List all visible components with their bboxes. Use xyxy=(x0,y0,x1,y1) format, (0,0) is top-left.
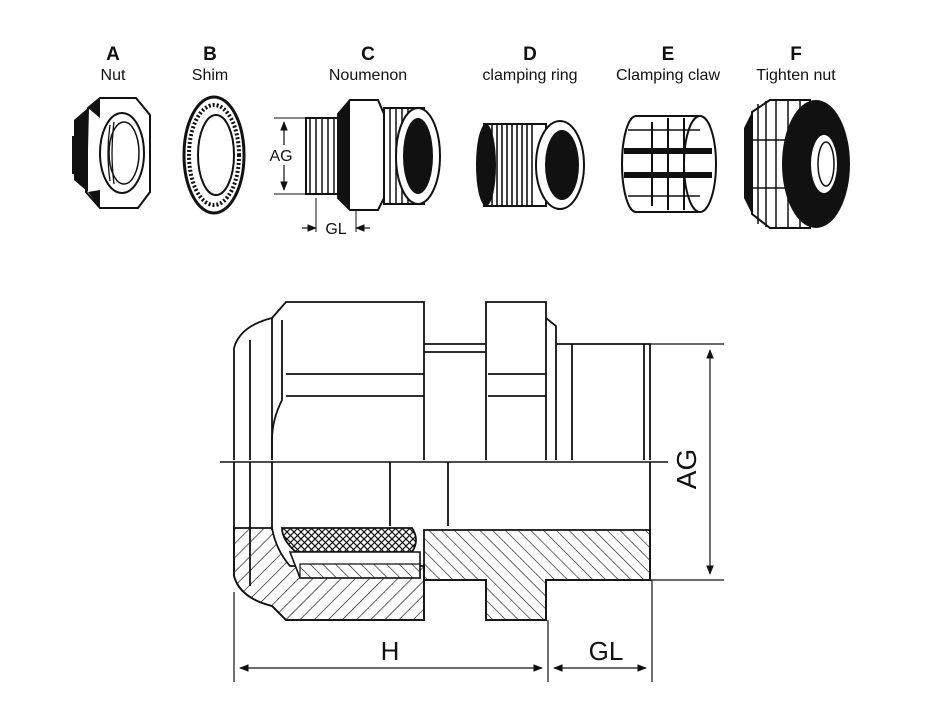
section-claw-hatch xyxy=(299,563,421,579)
part-e-letter: E xyxy=(661,44,675,65)
part-c-name: Noumenon xyxy=(328,67,408,84)
section-hatch-body xyxy=(423,529,651,621)
part-d-heading: D clamping ring xyxy=(470,44,590,86)
big-gl-dimension xyxy=(553,580,653,682)
part-c-noumenon-illustration xyxy=(274,99,441,232)
part-e-clamping-claw-illustration xyxy=(621,115,717,213)
big-gl-label: GL xyxy=(589,636,624,666)
big-ag-label-bg xyxy=(668,440,704,498)
part-a-heading: A Nut xyxy=(78,44,148,86)
small-ag-label: AG xyxy=(269,148,292,165)
part-e-heading: E Clamping claw xyxy=(603,44,733,86)
part-d-clamping-ring-illustration xyxy=(476,120,585,210)
part-b-letter: B xyxy=(203,44,217,65)
part-c-heading: C Noumenon xyxy=(318,44,418,86)
part-c-letter: C xyxy=(361,44,375,65)
part-b-heading: B Shim xyxy=(175,44,245,86)
big-h-dimension xyxy=(233,592,549,682)
small-ag-label-bg xyxy=(268,145,294,165)
part-d-name: clamping ring xyxy=(482,67,578,84)
part-b-shim-illustration xyxy=(182,95,246,215)
part-f-letter: F xyxy=(790,44,802,65)
part-b-name: Shim xyxy=(191,67,229,84)
big-h-label: H xyxy=(381,636,400,666)
section-seal-ring xyxy=(281,527,417,553)
small-gl-label: GL xyxy=(325,221,346,238)
big-ag-label: AG xyxy=(671,449,702,489)
part-a-name: Nut xyxy=(100,67,126,84)
part-f-heading: F Tighten nut xyxy=(740,44,852,86)
part-a-letter: A xyxy=(106,44,120,65)
part-d-letter: D xyxy=(523,44,537,65)
big-ag-dimension xyxy=(650,343,724,581)
part-a-nut-illustration xyxy=(72,97,151,209)
part-f-tighten-nut-illustration xyxy=(744,99,850,229)
part-e-name: Clamping claw xyxy=(615,67,721,84)
part-f-name: Tighten nut xyxy=(756,67,836,84)
